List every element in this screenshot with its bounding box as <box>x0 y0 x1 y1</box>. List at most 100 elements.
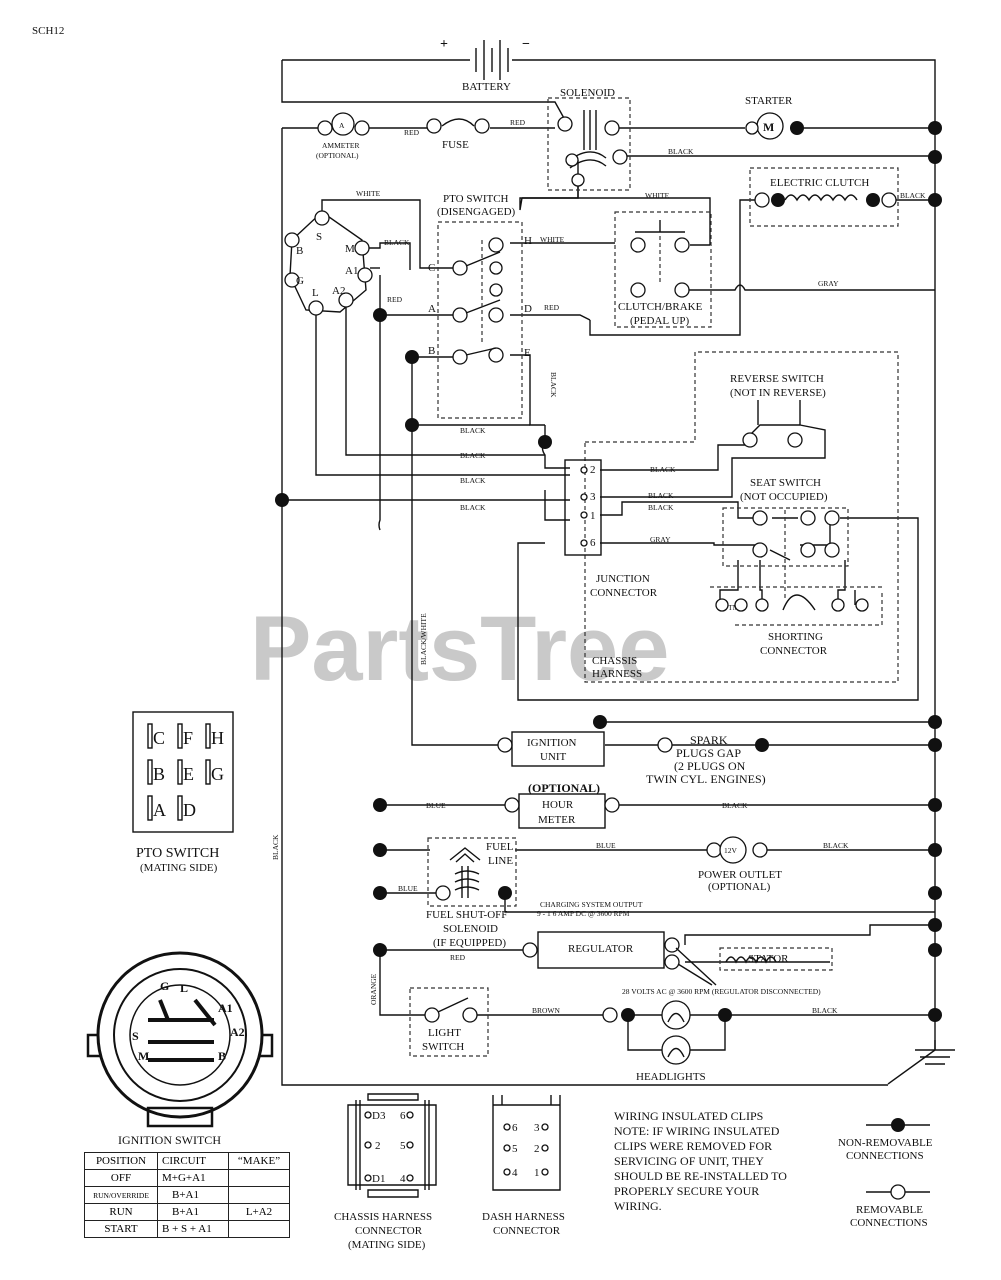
table-cell <box>228 1186 290 1204</box>
battery-plus: + <box>440 37 448 52</box>
fuel-shutoff-solenoid: FUEL LINE FUEL SHUT-OFF SOLENOID (IF EQU… <box>426 837 517 949</box>
spark-plugs-label-1: SPARK <box>690 733 728 747</box>
wire-label-gray-2: GRAY <box>650 535 671 544</box>
pto-mating-pin-d: D <box>183 800 196 820</box>
pto-mating-subtitle: (MATING SIDE) <box>140 862 218 874</box>
starter: M STARTER <box>745 95 804 140</box>
wire-labels: RED RED BLACK BLACK WHITE WHITE WHITE BL… <box>271 118 926 1015</box>
junction-pin-3: 3 <box>590 491 596 503</box>
table-row: OFF M+G+A1 <box>84 1169 290 1187</box>
dash-conn-pin-2: 2 <box>534 1143 540 1155</box>
table-row: RUN/OVERRIDE B+A1 <box>84 1186 290 1204</box>
seat-switch-state: (NOT OCCUPIED) <box>740 491 828 503</box>
pto-switch-label: PTO SWITCH <box>443 193 509 205</box>
dash-conn-label-2: CONNECTOR <box>493 1225 561 1237</box>
regulator: CHARGING SYSTEM OUTPUT 9 - 1 6 AMP DC @ … <box>522 900 680 970</box>
ign-terminal-b: B <box>296 245 303 257</box>
pto-terminal-c: C <box>428 262 435 274</box>
light-switch-label-1: LIGHT <box>428 1027 461 1039</box>
light-switch-label-2: SWITCH <box>422 1041 464 1053</box>
chassis-conn-pin-6: 6 <box>400 1110 406 1122</box>
wire-label-black-6: BLACK <box>460 476 486 485</box>
power-outlet-label-2: (OPTIONAL) <box>708 881 771 893</box>
junction-pin-6: 6 <box>590 537 596 549</box>
dash-conn-label-1: DASH HARNESS <box>482 1211 565 1223</box>
pto-terminal-d: D <box>524 303 532 315</box>
wire-label-red-1: RED <box>404 128 420 137</box>
legend: NON-REMOVABLE CONNECTIONS REMOVABLE CONN… <box>838 1118 933 1229</box>
wire-label-black-8: BLACK <box>650 465 676 474</box>
battery: + − BATTERY <box>440 37 530 93</box>
wire-label-blue-1: BLUE <box>426 801 446 810</box>
pto-mating-pin-f: F <box>183 728 193 748</box>
dash-conn-pin-5: 5 <box>512 1143 518 1155</box>
chassis-harness-label-2: HARNESS <box>592 668 642 680</box>
chassis-harness-connector: D3 6 2 5 D1 4 CHASSIS HARNESS CONNECTOR … <box>334 1093 437 1251</box>
table-cell: START <box>84 1220 158 1238</box>
hour-meter-optional: (OPTIONAL) <box>528 781 600 795</box>
ign-face-m: M <box>138 1049 149 1063</box>
ign-terminal-g: G <box>296 275 304 287</box>
seat-switch-label: SEAT SWITCH <box>750 477 821 489</box>
table-header-make: “MAKE” <box>228 1152 290 1170</box>
wire-label-black-11: BLACK <box>722 801 748 810</box>
wire-label-gray-1: GRAY <box>818 279 839 288</box>
electric-clutch-label: ELECTRIC CLUTCH <box>770 177 869 189</box>
watermark: PartsTree <box>250 598 669 700</box>
wire-label-blue-3: BLUE <box>398 884 418 893</box>
ign-face-s: S <box>132 1029 139 1043</box>
note-line-2: NOTE: IF WIRING INSULATED <box>614 1124 780 1138</box>
note-line-1: WIRING INSULATED CLIPS <box>614 1109 763 1123</box>
wire-label-red-3: RED <box>387 295 403 304</box>
wire-label-black-7: BLACK <box>460 503 486 512</box>
table-cell <box>228 1169 290 1187</box>
fuse: FUSE <box>426 118 490 151</box>
dash-harness-connector: 6 3 5 2 4 1 DASH HARNESS CONNECTOR <box>482 1095 565 1237</box>
pto-mating-pin-e: E <box>183 764 194 784</box>
note-line-7: WIRING. <box>614 1199 662 1213</box>
wire-label-black-1: BLACK <box>668 147 694 156</box>
clutch-brake-switch: CLUTCH/BRAKE (PEDAL UP) <box>614 211 712 328</box>
fuel-solenoid-label-3: (IF EQUIPPED) <box>433 937 506 949</box>
wire-label-black-5: BLACK <box>460 451 486 460</box>
dash-conn-pin-1: 1 <box>534 1167 540 1179</box>
ammeter: A AMMETER (OPTIONAL) <box>316 112 370 160</box>
starter-label: STARTER <box>745 95 793 107</box>
electric-clutch: ELECTRIC CLUTCH <box>749 167 899 227</box>
spark-plugs-label-3: (2 PLUGS ON <box>674 759 746 773</box>
reverse-switch: REVERSE SWITCH (NOT IN REVERSE) <box>730 373 826 448</box>
junction-pin-2: 2 <box>590 464 596 476</box>
fuel-line-label-2: LINE <box>488 855 513 867</box>
hour-meter-label-1: HOUR <box>542 799 574 811</box>
fuse-label: FUSE <box>442 139 469 151</box>
chassis-conn-pin-d1: D1 <box>372 1173 385 1185</box>
stator-note: 28 VOLTS AC @ 3600 RPM (REGULATOR DISCON… <box>622 987 821 996</box>
chassis-conn-label-3: (MATING SIDE) <box>348 1239 426 1251</box>
ammeter-label: AMMETER <box>322 141 360 150</box>
pto-mating-pin-g: G <box>211 764 224 784</box>
fuel-solenoid-label-1: FUEL SHUT-OFF <box>426 909 507 921</box>
ignition-switch-title: IGNITION SWITCH <box>118 1133 221 1147</box>
spark-plugs: SPARK PLUGS GAP (2 PLUGS ON TWIN CYL. EN… <box>646 733 769 786</box>
shorting-connector: SHORTING CONNECTOR <box>715 594 869 657</box>
junction-pin-1: 1 <box>590 510 596 522</box>
note-line-6: PROPERLY SECURE YOUR <box>614 1184 759 1198</box>
pto-mating-pin-c: C <box>153 728 165 748</box>
hour-meter: (OPTIONAL) HOUR METER <box>504 781 620 829</box>
pto-terminal-a: A <box>428 303 436 315</box>
pto-mating-pin-b: B <box>153 764 165 784</box>
table-cell: RUN/OVERRIDE <box>84 1186 158 1204</box>
table-cell: OFF <box>84 1169 158 1187</box>
pto-terminal-e: E <box>524 347 531 359</box>
pto-terminal-h: H <box>524 235 532 247</box>
legend-removable-1: REMOVABLE <box>856 1204 923 1216</box>
ign-terminal-a2: A2 <box>332 285 345 297</box>
battery-minus: − <box>522 37 530 52</box>
table-row: START B + S + A1 <box>84 1220 290 1238</box>
ign-face-g: G <box>160 979 169 993</box>
watermark-trademark: TM <box>728 603 740 612</box>
shorting-connector-label-2: CONNECTOR <box>760 645 828 657</box>
ignition-switch-table: POSITION CIRCUIT “MAKE” OFF M+G+A1 RUN/O… <box>84 1152 290 1238</box>
charging-output-label-2: 9 - 1 6 AMP DC @ 3600 RPM <box>537 909 630 918</box>
pto-switch: PTO SWITCH (DISENGAGED) C A B H D E <box>428 193 532 419</box>
